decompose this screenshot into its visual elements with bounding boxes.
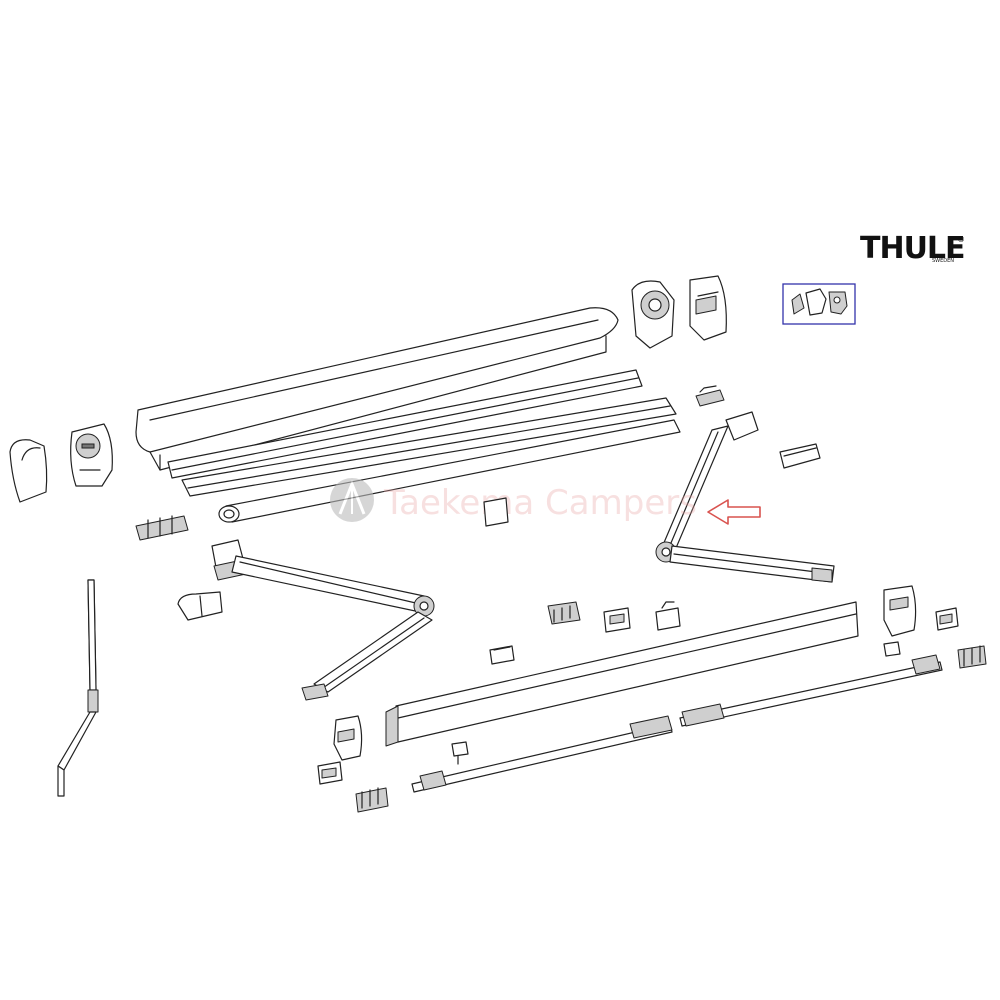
left-support-arm[interactable] — [211, 539, 435, 701]
arm-cap-left[interactable] — [177, 591, 223, 621]
left-end-mechanism[interactable] — [70, 423, 113, 487]
brand-sub: SWEDEN — [932, 258, 954, 264]
brand-name: THULE — [860, 231, 965, 266]
tension-rail-right[interactable] — [679, 654, 943, 727]
awning-top-profile[interactable] — [135, 307, 619, 471]
rail-clip-c[interactable] — [655, 601, 681, 631]
watermark-text: Taekema Campers — [383, 483, 697, 523]
rail-clip-b[interactable] — [603, 607, 631, 633]
arm-cap-right[interactable] — [779, 443, 821, 469]
rail-bracket-left[interactable] — [355, 787, 389, 813]
rail-end-cap-right[interactable] — [883, 585, 917, 637]
rail-stopper-left[interactable] — [317, 761, 343, 785]
small-bracket-top-right[interactable] — [695, 385, 725, 407]
rail-stopper-right[interactable] — [935, 607, 959, 631]
rail-clip-d[interactable] — [489, 645, 515, 665]
rail-clip-a[interactable] — [547, 601, 581, 625]
left-arrow-icon — [707, 499, 761, 525]
rail-bracket-right[interactable] — [957, 645, 987, 669]
tension-rail-left[interactable] — [411, 715, 673, 793]
awning-lower-profile[interactable] — [181, 397, 677, 497]
right-end-mechanism[interactable] — [631, 280, 675, 349]
small-bolt[interactable] — [451, 741, 469, 765]
crank-handle[interactable] — [57, 579, 99, 797]
left-end-cover[interactable] — [9, 439, 48, 503]
right-support-arm[interactable] — [655, 411, 835, 583]
left-bracket-hinge[interactable] — [135, 515, 189, 541]
thule-logo: THULE ® SWEDEN — [860, 231, 966, 266]
brand-registered: ® — [957, 235, 965, 244]
front-lead-rail[interactable] — [385, 601, 859, 747]
small-connector-right[interactable] — [883, 641, 901, 657]
right-end-cover[interactable] — [689, 275, 727, 341]
highlighted-part-box[interactable] — [782, 283, 856, 325]
fabric-clip[interactable] — [483, 497, 509, 527]
rail-end-cap-left[interactable] — [333, 715, 363, 761]
watermark: Taekema Campers — [330, 478, 697, 523]
awning-middle-profile[interactable] — [167, 369, 643, 479]
